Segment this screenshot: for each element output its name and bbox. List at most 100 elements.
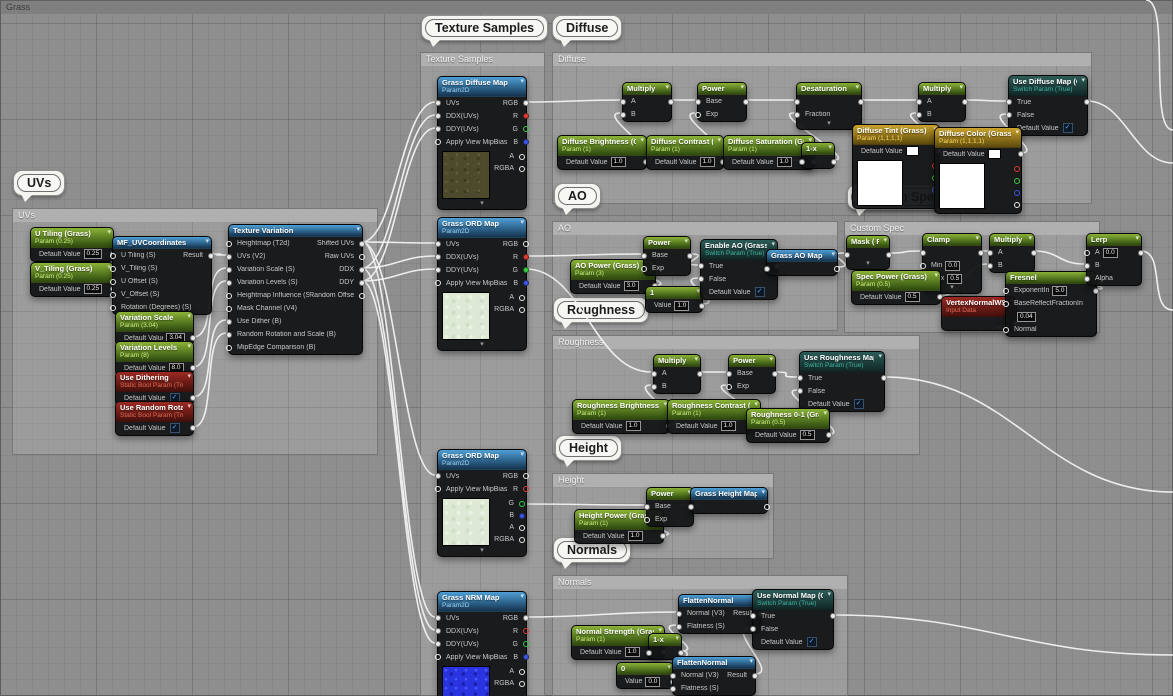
collapse-chevron-icon[interactable]: ▾ — [828, 144, 832, 151]
node-header[interactable]: Use Random RotationStatic Bool Param (Tr… — [116, 402, 193, 422]
pin-white[interactable] — [644, 516, 650, 523]
collapse-chevron-icon[interactable]: ▾ — [687, 489, 691, 497]
pin-white-connected[interactable] — [858, 98, 864, 105]
value-box[interactable]: 5.0 — [1052, 285, 1068, 296]
pin-white[interactable] — [519, 306, 525, 313]
pin-white[interactable] — [523, 241, 529, 248]
node-header[interactable]: Grass AO Map▾ — [767, 250, 837, 262]
node-roughness-0-1[interactable]: Roughness 0-1 (Grass)Param (0.5)▾Default… — [746, 408, 832, 443]
comment-title-diffuse[interactable]: Diffuse — [553, 53, 1091, 66]
pin-white-connected[interactable] — [987, 249, 993, 256]
pin-white[interactable] — [226, 240, 232, 247]
node-header[interactable]: 1-x▾ — [649, 634, 681, 646]
collapse-chevron-icon[interactable]: ▾ — [187, 313, 191, 320]
pin-white-connected[interactable] — [646, 649, 652, 656]
node-header[interactable]: Grass Height Map▾ — [691, 488, 767, 500]
pin-white-connected[interactable] — [678, 649, 684, 656]
pin-white-connected[interactable] — [698, 263, 704, 270]
bubble-texture-samples[interactable]: Texture Samples — [421, 15, 549, 47]
pin-white-connected[interactable] — [1138, 249, 1144, 256]
node-header[interactable]: Diffuse Tint (Grass)Param (1,1,1,1)▾ — [853, 125, 939, 145]
pin-white-connected[interactable] — [978, 249, 984, 256]
value-box[interactable]: 3.0 — [623, 281, 639, 292]
node-header[interactable]: Fresnel▾ — [1006, 272, 1096, 284]
comment-title-roughness[interactable]: Roughness — [553, 336, 919, 349]
texture-preview[interactable] — [442, 150, 490, 199]
pin-white-connected[interactable] — [695, 98, 701, 105]
pin-white-connected[interactable] — [435, 241, 441, 248]
node-header[interactable]: Mask ( R )▾ — [847, 236, 889, 248]
value-box[interactable]: 0.0 — [645, 676, 661, 687]
pin-white[interactable] — [226, 344, 232, 351]
collapse-chevron-icon[interactable]: ▾ — [658, 627, 662, 634]
pin-white[interactable] — [1003, 326, 1009, 333]
pin-white-connected[interactable] — [844, 251, 850, 258]
pin-white-connected[interactable] — [641, 252, 647, 259]
pin-red-connected[interactable] — [523, 113, 529, 120]
pin-white[interactable] — [226, 305, 232, 312]
pin-white-connected[interactable] — [226, 279, 232, 286]
collapse-chevron-icon[interactable]: ▾ — [520, 451, 524, 458]
pin-white-connected[interactable] — [670, 672, 676, 679]
pin-white-connected[interactable] — [750, 626, 756, 633]
pin-white-connected[interactable] — [698, 276, 704, 283]
bubble-uvs[interactable]: UVs — [13, 170, 66, 202]
pin-white[interactable] — [359, 292, 365, 299]
pin-blue-connected[interactable] — [523, 139, 529, 146]
pin-white-connected[interactable] — [226, 318, 232, 325]
node-header[interactable]: Desaturation▾ — [797, 83, 861, 95]
pin-white-connected[interactable] — [670, 685, 676, 692]
value-box[interactable]: 0.25 — [83, 284, 103, 295]
pin-white-connected[interactable] — [435, 641, 441, 648]
pin-white-connected[interactable] — [435, 615, 441, 622]
color-swatch[interactable] — [987, 149, 1001, 160]
collapse-chevron-icon[interactable]: ▾ — [520, 219, 524, 226]
node-header[interactable]: Multiply▾ — [654, 355, 700, 367]
pin-white[interactable] — [519, 165, 525, 172]
pin-white-connected[interactable] — [699, 302, 705, 309]
comment-title-uvs[interactable]: UVs — [13, 209, 377, 222]
pin-white[interactable] — [519, 153, 525, 160]
collapse-chevron-icon[interactable]: ▾ — [520, 593, 524, 600]
bubble-height[interactable]: Height — [555, 435, 622, 467]
node-use-diffuse-map[interactable]: Use Diffuse Map (Grass)Switch Param (Tru… — [1006, 75, 1090, 136]
value-box[interactable]: 1.0 — [720, 421, 736, 432]
comment-title-texture-samples[interactable]: Texture Samples — [421, 53, 544, 66]
node-header[interactable]: Roughness 0-1 (Grass)Param (0.5)▾ — [747, 409, 829, 429]
value-box[interactable]: 0.5 — [904, 292, 920, 303]
collapse-chevron-icon[interactable]: ▾ — [694, 356, 698, 363]
pin-white[interactable] — [519, 668, 525, 675]
collapse-bar[interactable]: ▾ — [480, 199, 484, 207]
pin-white-connected[interactable] — [620, 98, 626, 105]
collapse-chevron-icon[interactable]: ▾ — [1028, 235, 1032, 242]
checkbox-checked[interactable]: ✓ — [169, 423, 180, 434]
node-header[interactable]: Multiply▾ — [990, 234, 1034, 246]
pin-white-connected[interactable] — [435, 113, 441, 120]
collapse-chevron-icon[interactable]: ▾ — [107, 229, 111, 236]
collapse-chevron-icon[interactable]: ▾ — [827, 591, 831, 598]
collapse-bar[interactable]: ▾ — [866, 260, 870, 267]
pin-white[interactable] — [519, 680, 525, 687]
pin-white[interactable] — [764, 503, 770, 510]
collapse-chevron-icon[interactable]: ▾ — [187, 403, 191, 410]
pin-white[interactable] — [641, 265, 647, 272]
value-box[interactable]: 1.0 — [624, 647, 640, 658]
node-header[interactable]: Texture Variation▾ — [229, 225, 362, 237]
pin-white-connected[interactable] — [1093, 287, 1099, 294]
pin-white[interactable] — [523, 473, 529, 480]
pin-white-connected[interactable] — [668, 98, 674, 105]
collapse-chevron-icon[interactable]: ▾ — [771, 241, 775, 248]
collapse-chevron-icon[interactable]: ▾ — [1015, 129, 1019, 136]
node-mask-r[interactable]: Mask ( R )▾ ▾ — [844, 235, 892, 270]
